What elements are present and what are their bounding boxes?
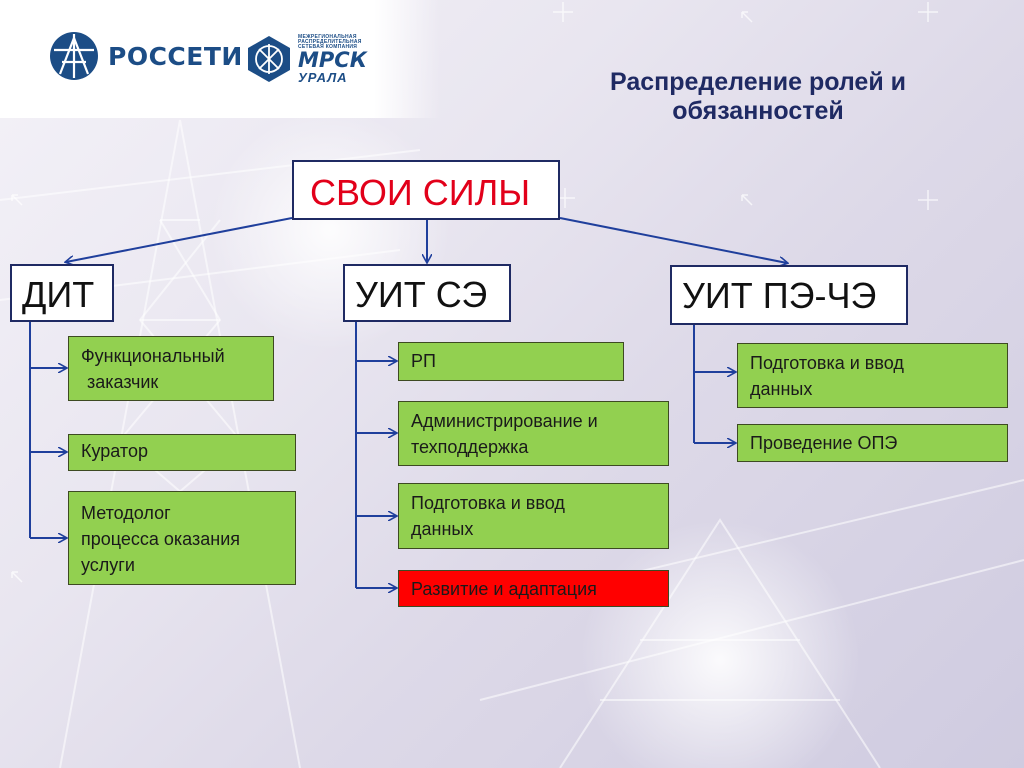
role-methodologist: Методолог процесса оказания услуги bbox=[68, 491, 296, 585]
slide-title: Распределение ролей и обязанностей bbox=[548, 68, 968, 126]
role-text-line: процесса оказания bbox=[81, 529, 240, 549]
role-text-line: РП bbox=[411, 351, 436, 371]
mrsk-wordmark: МРСК bbox=[298, 47, 367, 72]
role-text-line: данных bbox=[750, 379, 813, 399]
mrsk-logo: МЕЖРЕГИОНАЛЬНАЯ РАСПРЕДЕЛИТЕЛЬНАЯ СЕТЕВА… bbox=[244, 34, 378, 84]
role-text-line: услуги bbox=[81, 555, 135, 575]
root-node-svoi-sily: СВОИ СИЛЫ bbox=[292, 160, 560, 220]
group-label-uit-pe-che: УИТ ПЭ-ЧЭ bbox=[682, 275, 877, 316]
role-project-manager: РП bbox=[398, 342, 624, 381]
role-curator: Куратор bbox=[68, 434, 296, 471]
role-text-line: техподдержка bbox=[411, 437, 529, 457]
title-line-2: обязанностей bbox=[672, 97, 844, 125]
role-functional-customer: Функциональный заказчик bbox=[68, 336, 274, 401]
role-text-line: Функциональный bbox=[81, 346, 225, 366]
logo-band: РОССЕТИ МЕЖРЕГИОНАЛЬНАЯ РАСПРЕДЕЛИТЕЛЬНА… bbox=[0, 0, 440, 118]
role-text-line: данных bbox=[411, 519, 474, 539]
title-line-1: Распределение ролей и bbox=[609, 68, 907, 96]
role-data-preparation-se: Подготовка и ввод данных bbox=[398, 483, 669, 549]
group-node-uit-pe-che: УИТ ПЭ-ЧЭ bbox=[670, 265, 908, 325]
rosseti-globe-icon bbox=[50, 32, 98, 80]
role-text-line: Подготовка и ввод bbox=[750, 353, 904, 373]
mrsk-emblem-icon bbox=[248, 36, 290, 82]
role-pilot-operation: Проведение ОПЭ bbox=[737, 424, 1008, 462]
group-node-uit-se: УИТ СЭ bbox=[343, 264, 511, 322]
role-text-line: заказчик bbox=[87, 372, 159, 392]
group-label-dit: ДИТ bbox=[22, 274, 95, 315]
mrsk-region: УРАЛА bbox=[298, 69, 348, 85]
role-text-line: Администрирование и bbox=[411, 411, 598, 431]
role-text-line: Проведение ОПЭ bbox=[750, 433, 898, 453]
role-text-line: Куратор bbox=[81, 441, 148, 461]
role-development-adaptation: Развитие и адаптация bbox=[398, 570, 669, 607]
group-label-uit-se: УИТ СЭ bbox=[355, 274, 488, 315]
group-node-dit: ДИТ bbox=[10, 264, 114, 322]
role-text-line: Подготовка и ввод bbox=[411, 493, 565, 513]
role-administration-support: Администрирование и техподдержка bbox=[398, 401, 669, 466]
mrsk-small-text: МЕЖРЕГИОНАЛЬНАЯ РАСПРЕДЕЛИТЕЛЬНАЯ СЕТЕВА… bbox=[298, 33, 362, 50]
role-text-line: Развитие и адаптация bbox=[411, 579, 597, 599]
rosseti-wordmark: РОССЕТИ bbox=[108, 41, 243, 71]
rosseti-logo: РОССЕТИ bbox=[48, 30, 243, 82]
role-data-preparation-pe: Подготовка и ввод данных bbox=[737, 343, 1008, 408]
root-node-label: СВОИ СИЛЫ bbox=[310, 172, 531, 213]
role-text-line: Методолог bbox=[81, 503, 171, 523]
